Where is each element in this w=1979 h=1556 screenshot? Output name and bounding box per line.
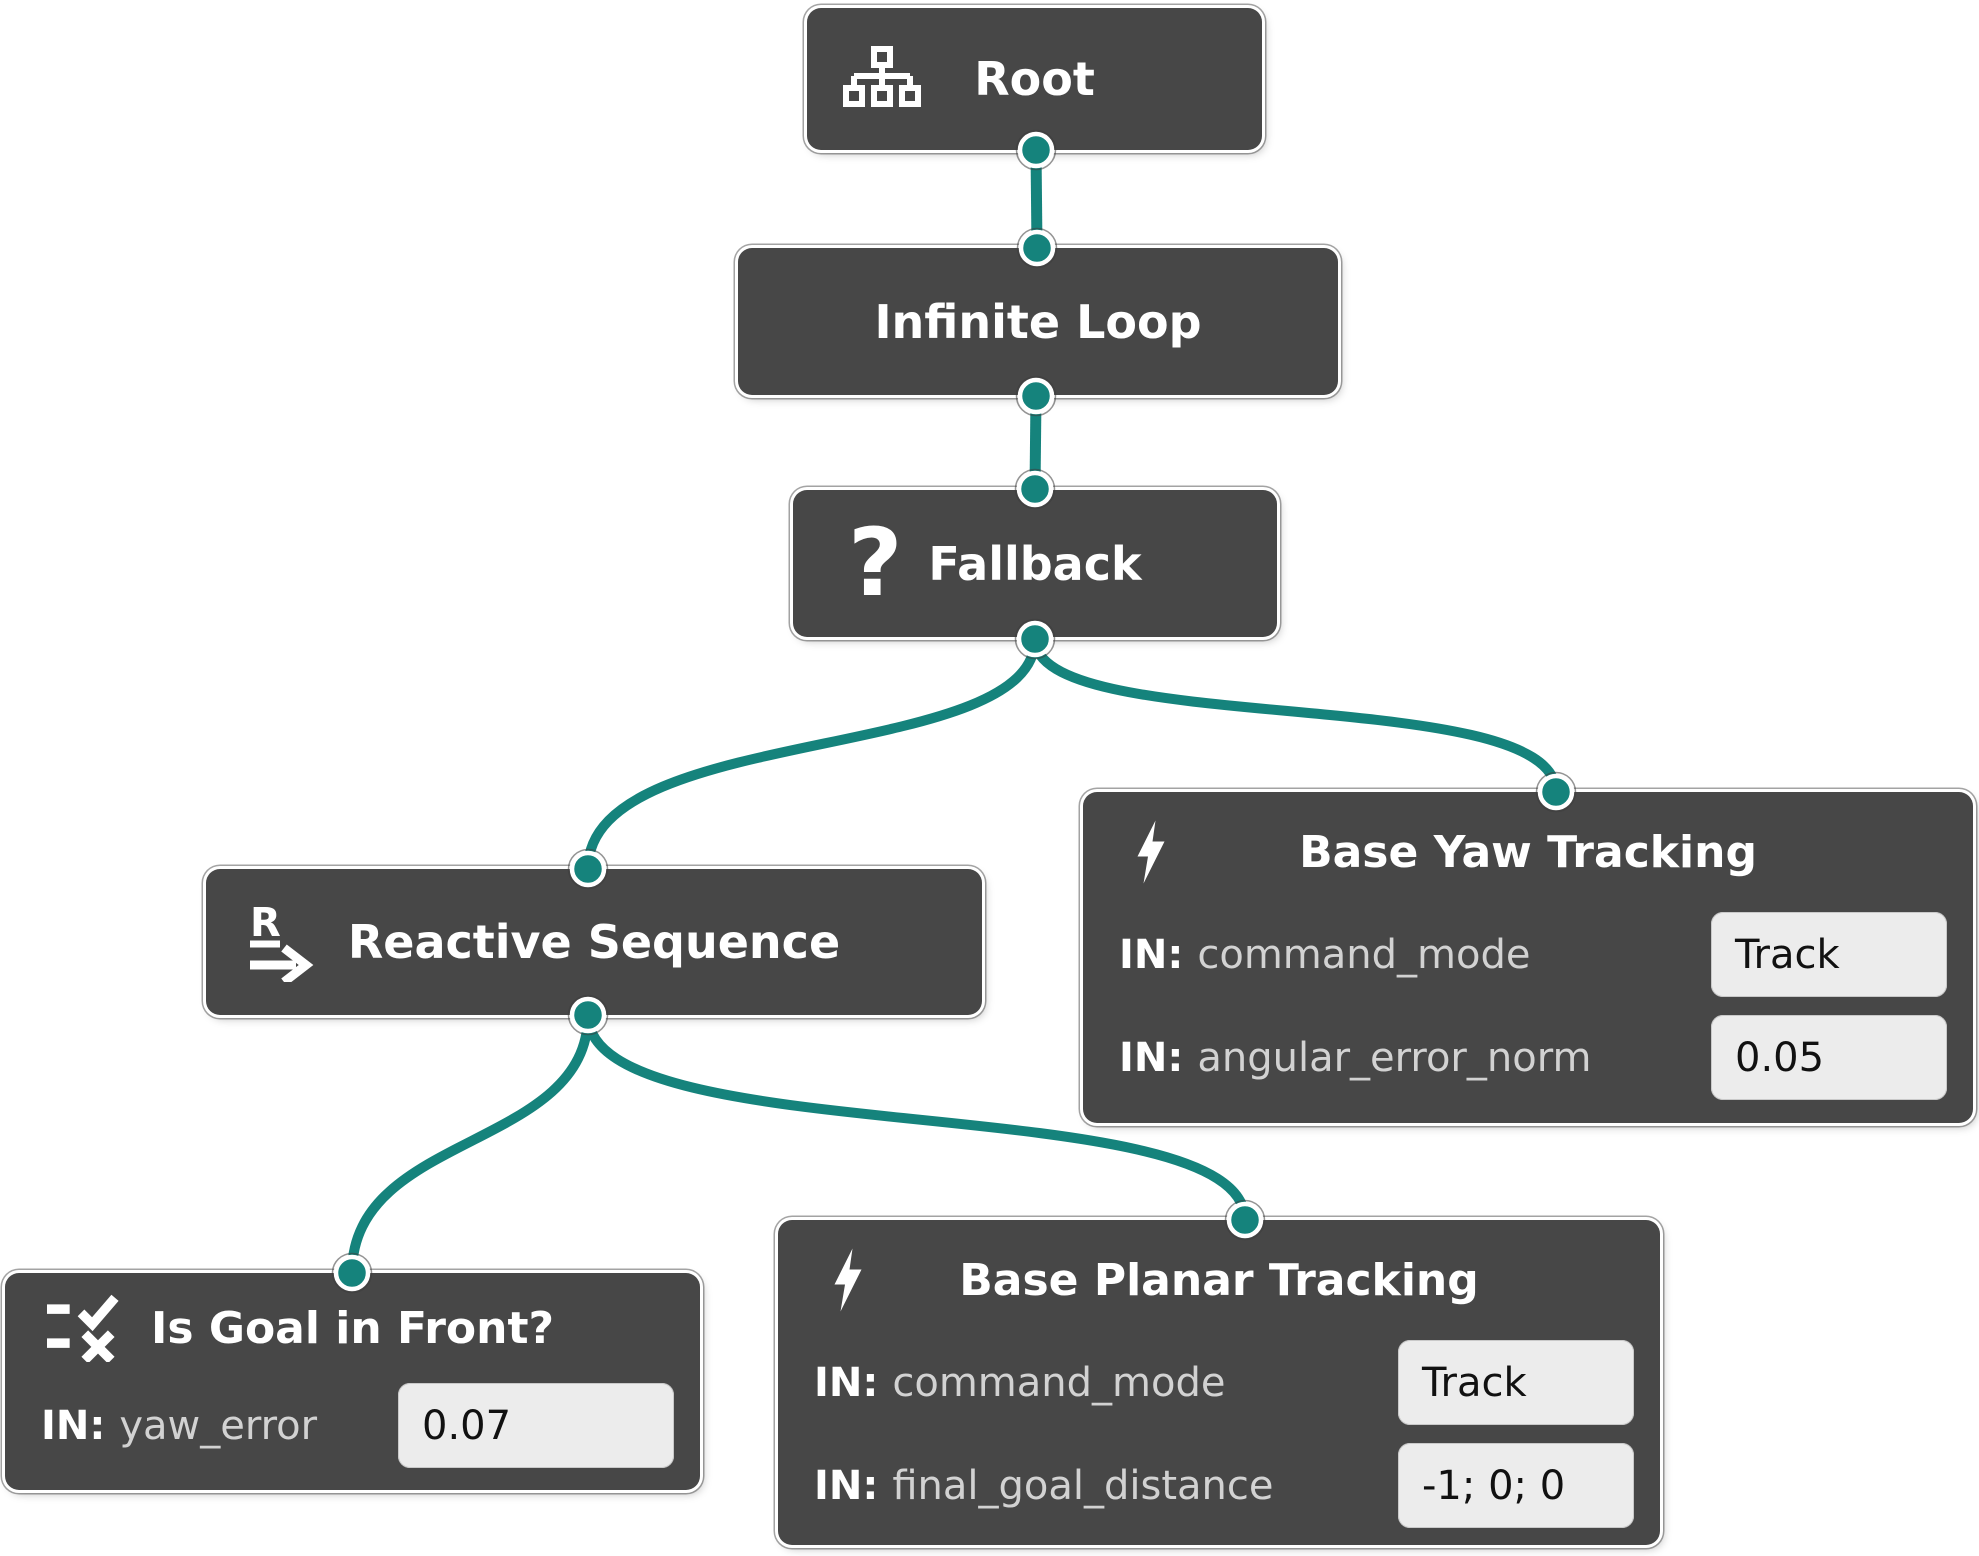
lightning-icon: [1133, 817, 1169, 887]
node-title-row: R Reactive Sequence: [206, 869, 982, 1015]
port-name: final_goal_distance: [892, 1462, 1274, 1509]
port-direction: IN:: [814, 1462, 879, 1509]
node-title-row: Base Planar Tracking: [778, 1220, 1660, 1340]
edge-root-to-infinite-loop: [1030, 149, 1043, 249]
port-row: IN: command_mode Track: [778, 1340, 1660, 1425]
port-value-field[interactable]: Track: [1711, 912, 1947, 997]
lightning-icon: [830, 1245, 866, 1315]
node-title-row: Infinite Loop: [738, 248, 1338, 395]
edge-reactive-sequence-to-is-goal-in-front: [347, 1014, 593, 1274]
node-title: Base Yaw Tracking: [1299, 826, 1757, 878]
port-row: IN: yaw_error 0.07: [5, 1383, 700, 1468]
node-title: Fallback: [928, 536, 1142, 591]
node-infinite-loop[interactable]: Infinite Loop: [738, 248, 1338, 395]
port-row: IN: command_mode Track: [1083, 912, 1973, 997]
node-base-yaw-tracking[interactable]: Base Yaw Tracking IN:command_mode Track …: [1083, 792, 1973, 1123]
node-base-planar-tracking[interactable]: Base Planar Tracking IN: command_mode Tra…: [778, 1220, 1660, 1545]
port-value-field[interactable]: 0.07: [398, 1383, 674, 1468]
port-direction: IN:: [1119, 931, 1184, 978]
port-value-field[interactable]: Track: [1398, 1340, 1634, 1425]
question-mark-icon: ?: [848, 508, 903, 618]
node-fallback[interactable]: ? Fallback: [793, 490, 1277, 637]
port-row: IN: angular_error_norm 0.05: [1083, 1015, 1973, 1100]
node-reactive-sequence[interactable]: R Reactive Sequence: [206, 869, 982, 1015]
node-title-row: Is Goal in Front?: [5, 1273, 700, 1383]
node-title-row: Root: [807, 8, 1262, 150]
node-title-row: ? Fallback: [793, 490, 1277, 637]
node-title: Infinite Loop: [874, 294, 1202, 349]
port-name: command_mode: [1197, 931, 1531, 978]
node-is-goal-in-front[interactable]: Is Goal in Front? IN: yaw_error 0.07: [5, 1273, 700, 1490]
tree-hierarchy-icon: [840, 46, 924, 112]
port-direction: IN:: [814, 1359, 879, 1406]
svg-text:R: R: [250, 902, 281, 946]
node-title-row: Base Yaw Tracking: [1083, 792, 1973, 912]
node-root[interactable]: Root: [807, 8, 1262, 150]
port-direction: IN:: [1119, 1034, 1184, 1081]
edge-fallback-to-reactive-sequence: [583, 638, 1040, 870]
port-name: yaw_error: [119, 1402, 318, 1449]
edge-fallback-to-base-yaw-tracking: [1030, 638, 1561, 793]
condition-check-cross-icon: [43, 1294, 119, 1362]
node-title: Is Goal in Front?: [150, 1302, 555, 1354]
port-value-field[interactable]: 0.05: [1711, 1015, 1947, 1100]
node-title: Base Planar Tracking: [959, 1254, 1479, 1306]
node-title: Root: [974, 52, 1095, 106]
port-row: IN: final_goal_distance -1; 0; 0: [778, 1443, 1660, 1528]
port-name: angular_error_norm: [1197, 1034, 1592, 1081]
reactive-sequence-arrow-icon: R: [244, 902, 322, 982]
node-title: Reactive Sequence: [347, 915, 841, 969]
edge-infinite-loop-to-fallback: [1029, 395, 1042, 490]
port-direction: IN:: [41, 1402, 106, 1449]
port-value-field[interactable]: -1; 0; 0: [1398, 1443, 1634, 1528]
port-name: command_mode: [892, 1359, 1226, 1406]
